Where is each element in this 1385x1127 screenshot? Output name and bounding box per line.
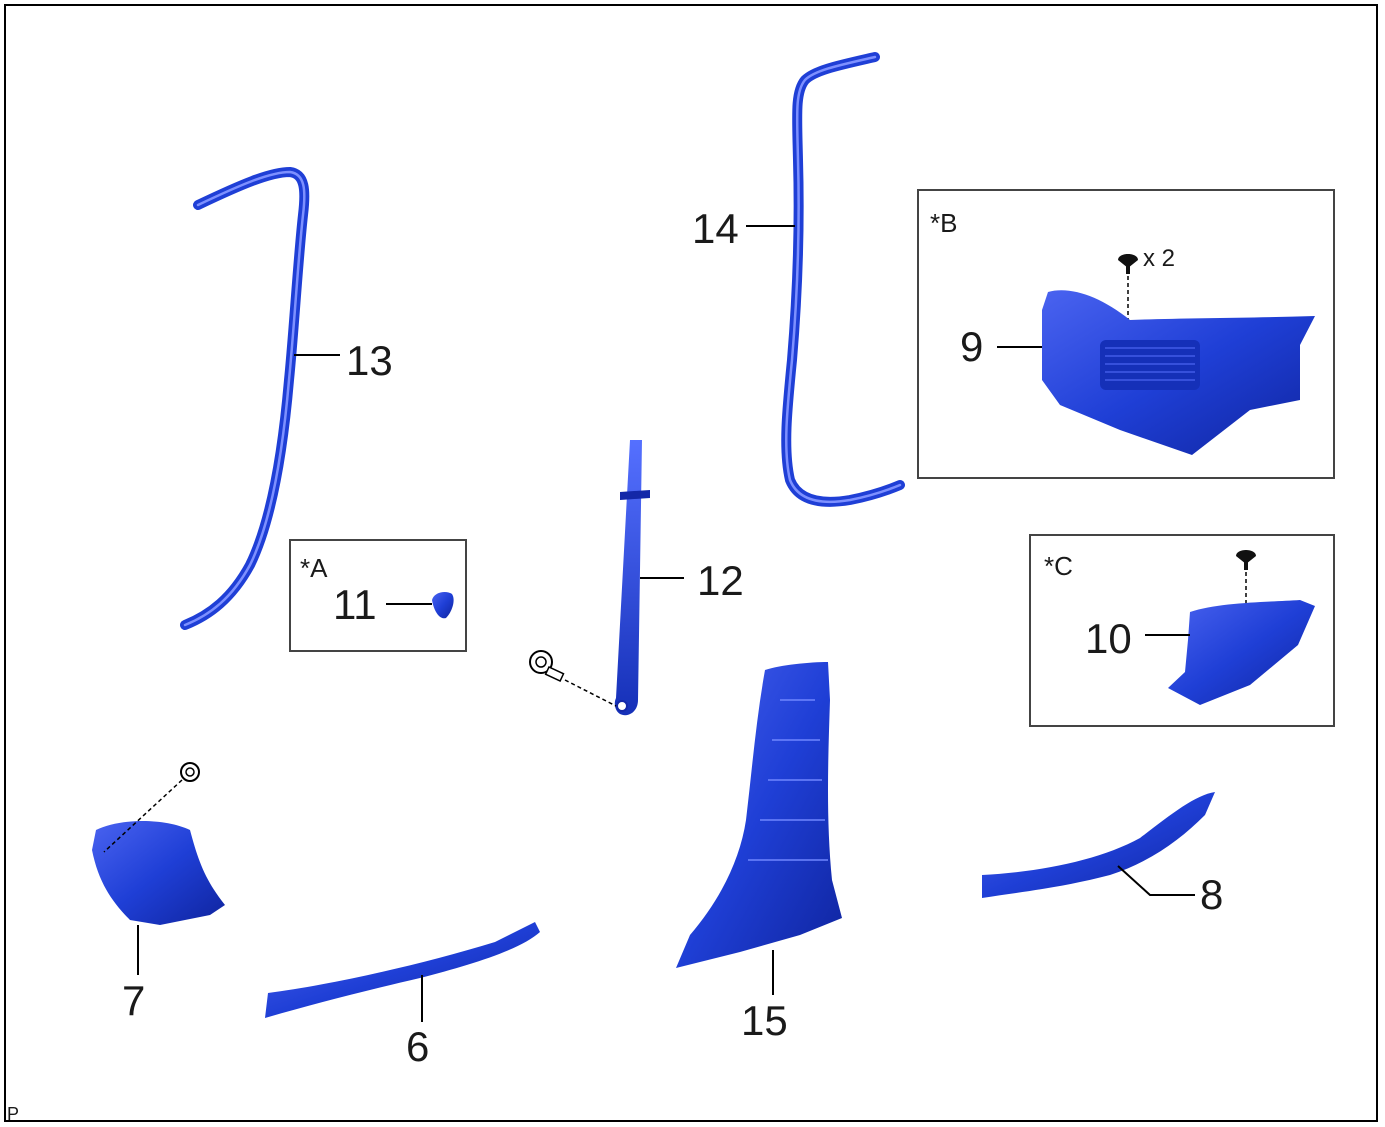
leader-line-8 [1117, 865, 1195, 896]
inset-label-c: *C [1044, 551, 1073, 581]
part-6-scuff-plate [265, 922, 540, 1018]
label-13: 13 [346, 337, 393, 384]
part-10-trim [1168, 600, 1315, 705]
part-12-strip [614, 440, 650, 716]
part-13-weatherstrip [180, 166, 310, 630]
label-9: 9 [960, 323, 984, 370]
inset-label-a: *A [300, 553, 328, 583]
label-7: 7 [122, 977, 146, 1024]
bolt-icon [529, 650, 565, 683]
inset-label-b: *B [930, 208, 958, 238]
part-11-clip [432, 592, 454, 619]
diagram-frame [4, 4, 1378, 1122]
nut-icon [180, 762, 200, 782]
clip-icon-c [1236, 550, 1256, 570]
label-15: 15 [741, 997, 788, 1044]
label-6: 6 [406, 1023, 430, 1070]
part-15-pillar-trim [676, 662, 842, 968]
clip-icon [1118, 254, 1138, 274]
corner-mark: P [7, 1104, 20, 1124]
label-10: 10 [1085, 615, 1132, 662]
part-9-trim [1042, 290, 1315, 455]
label-8: 8 [1200, 871, 1224, 918]
label-14: 14 [692, 205, 739, 252]
dashed-line-bolt [564, 679, 617, 707]
label-11: 11 [333, 581, 377, 628]
dashed-line-7 [103, 779, 183, 853]
inset-box-b [917, 189, 1335, 479]
part-8-scuff-plate [982, 792, 1215, 898]
part-14-weatherstrip [781, 52, 905, 507]
part-7-trim [92, 821, 225, 925]
inset-box-a [289, 539, 467, 652]
label-12: 12 [697, 557, 744, 604]
inset-box-c [1029, 534, 1335, 727]
clip-quantity: x 2 [1143, 245, 1176, 272]
